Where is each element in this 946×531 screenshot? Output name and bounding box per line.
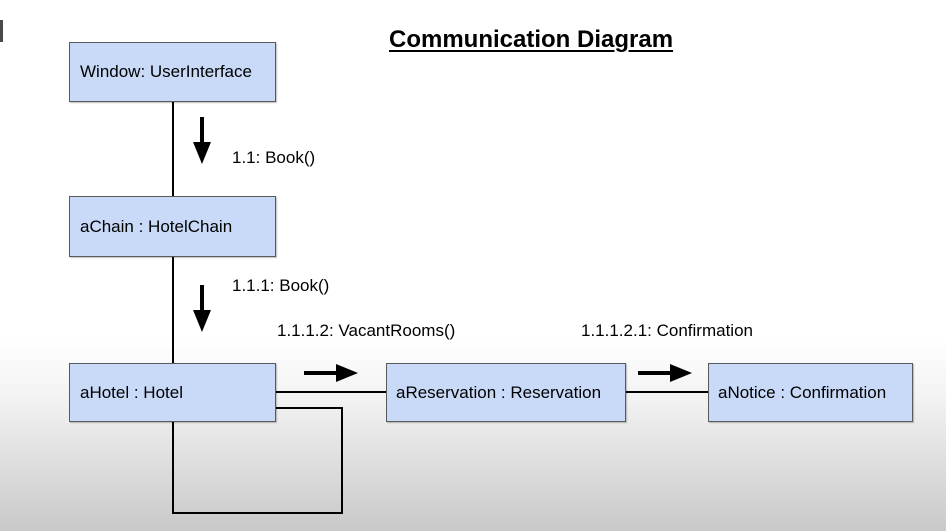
arrow-right-icon	[304, 364, 358, 382]
object-ahotel-hotel: aHotel : Hotel	[69, 363, 276, 422]
object-areservation-reservation: aReservation : Reservation	[386, 363, 626, 422]
object-label: Window: UserInterface	[80, 62, 252, 81]
diagram-title: Communication Diagram	[389, 26, 674, 53]
left-edge-marker	[0, 20, 3, 42]
arrow-down-icon	[193, 117, 211, 164]
link-ahotel-self	[172, 407, 343, 514]
object-anotice-confirmation: aNotice : Confirmation	[708, 363, 913, 422]
message-label-1-1: 1.1: Book()	[232, 148, 316, 167]
arrow-down-icon	[193, 285, 211, 332]
message-label-1-1-1: 1.1.1: Book()	[232, 276, 330, 295]
object-window-userinterface: Window: UserInterface	[69, 42, 276, 102]
message-label-1-1-1-2: 1.1.1.2: VacantRooms()	[277, 321, 456, 340]
message-label-1-1-1-2-1: 1.1.1.2.1: Confirmation	[581, 321, 753, 340]
object-label: aHotel : Hotel	[80, 382, 183, 402]
object-label: aChain : HotelChain	[80, 216, 233, 236]
object-label: aNotice : Confirmation	[718, 382, 887, 402]
object-label: aReservation : Reservation	[396, 382, 602, 402]
object-achain-hotelchain: aChain : HotelChain	[69, 196, 276, 257]
arrow-right-icon	[638, 364, 692, 382]
